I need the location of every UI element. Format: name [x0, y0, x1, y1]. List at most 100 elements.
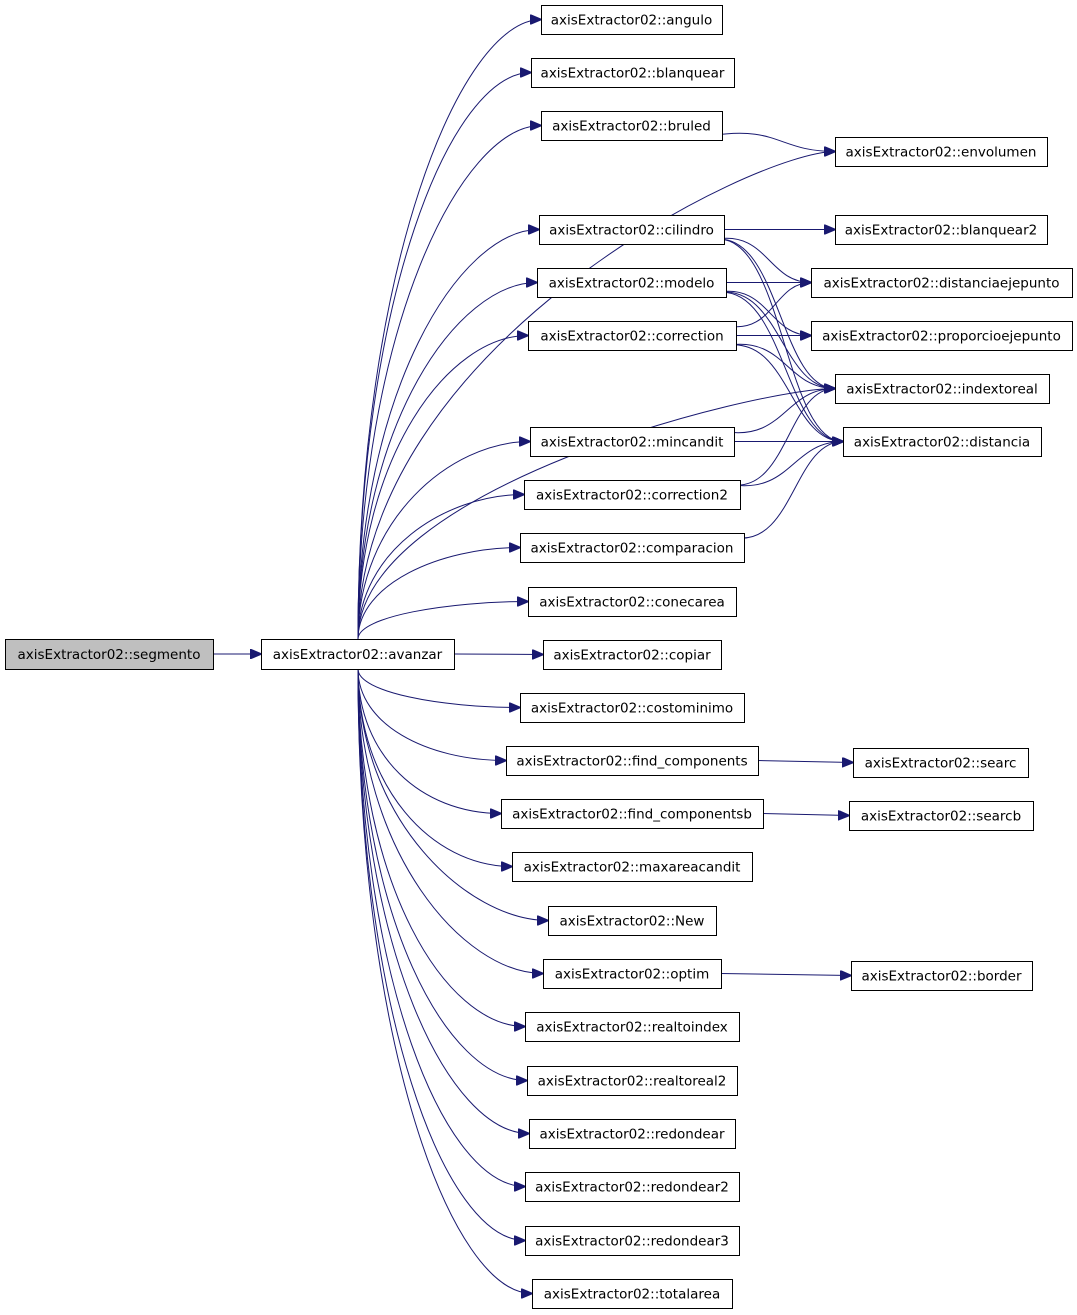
node-box — [525, 1012, 740, 1042]
edge-avanzar-to-redondear — [357, 668, 529, 1134]
node-label: axisExtractor02::segmento — [18, 647, 201, 663]
edge-avanzar-to-realtoreal2 — [357, 668, 527, 1081]
edge — [757, 761, 853, 763]
edge-avanzar-to-New — [357, 668, 548, 921]
node-redondear[interactable]: axisExtractor02::redondear — [529, 1119, 736, 1149]
edge — [357, 602, 528, 640]
node-blanquear[interactable]: axisExtractor02::blanquear — [531, 58, 735, 88]
node-comparacion[interactable]: axisExtractor02::comparacion — [520, 533, 745, 563]
node-label: axisExtractor02::indextoreal — [846, 382, 1038, 398]
node-totalarea[interactable]: axisExtractor02::totalarea — [532, 1279, 733, 1309]
edge-avanzar-to-mincandit — [357, 442, 530, 640]
edge-correction-to-distancia — [725, 344, 843, 442]
node-indextoreal[interactable]: axisExtractor02::indextoreal — [835, 374, 1050, 404]
node-box — [851, 961, 1033, 991]
node-box — [532, 1279, 733, 1309]
edge-layer — [213, 20, 853, 1294]
node-box — [261, 639, 455, 670]
edge — [357, 126, 541, 640]
node-box — [539, 215, 725, 245]
edge-avanzar-to-correction — [357, 336, 528, 640]
node-copiar[interactable]: axisExtractor02::copiar — [543, 640, 722, 670]
node-maxareacandit[interactable]: axisExtractor02::maxareacandit — [512, 852, 753, 882]
node-box — [525, 1226, 740, 1256]
node-label: axisExtractor02::distanciaejepunto — [824, 276, 1060, 292]
node-avanzar[interactable]: axisExtractor02::avanzar — [261, 639, 455, 670]
node-searcb[interactable]: axisExtractor02::searcb — [849, 801, 1034, 831]
node-modelo[interactable]: axisExtractor02::modelo — [537, 268, 727, 298]
edge — [715, 291, 835, 389]
node-label: axisExtractor02::New — [560, 914, 705, 930]
edge-avanzar-to-redondear3 — [357, 668, 525, 1241]
node-label: axisExtractor02::envolumen — [846, 145, 1037, 161]
node-label: axisExtractor02::avanzar — [273, 647, 443, 663]
node-box — [811, 321, 1073, 351]
node-conecarea[interactable]: axisExtractor02::conecarea — [528, 587, 737, 617]
edge-avanzar-to-maxareacandit — [357, 668, 512, 867]
edge-cilindro-to-indextoreal — [713, 238, 835, 388]
node-distancia[interactable]: axisExtractor02::distancia — [843, 427, 1042, 457]
node-box — [530, 427, 735, 457]
node-proporcioejepunto[interactable]: axisExtractor02::proporcioejepunto — [811, 321, 1073, 351]
edge-avanzar-to-totalarea — [357, 668, 532, 1294]
edge — [729, 389, 835, 486]
node-label: axisExtractor02::find_components — [516, 754, 747, 770]
edge-avanzar-to-optim — [357, 668, 543, 974]
edge-comparacion-to-distancia — [733, 442, 843, 539]
node-costominimo[interactable]: axisExtractor02::costominimo — [520, 693, 745, 723]
node-mincandit[interactable]: axisExtractor02::mincandit — [530, 427, 735, 457]
edge-avanzar-to-costominimo — [357, 668, 520, 708]
node-searc[interactable]: axisExtractor02::searc — [853, 748, 1029, 778]
node-blanquear2[interactable]: axisExtractor02::blanquear2 — [835, 215, 1048, 245]
edge — [733, 442, 843, 539]
edge — [720, 974, 851, 976]
node-redondear2[interactable]: axisExtractor02::redondear2 — [525, 1172, 740, 1202]
edge — [357, 20, 541, 640]
node-cilindro[interactable]: axisExtractor02::cilindro — [539, 215, 725, 245]
node-label: axisExtractor02::copiar — [553, 648, 711, 664]
edge — [711, 132, 835, 151]
edge — [725, 283, 811, 328]
edge — [715, 291, 843, 441]
edge-avanzar-to-angulo — [357, 20, 541, 640]
node-segmento[interactable]: axisExtractor02::segmento — [5, 639, 214, 670]
edge — [357, 495, 524, 640]
edge — [357, 442, 530, 640]
edge — [357, 389, 835, 640]
node-optim[interactable]: axisExtractor02::optim — [543, 959, 722, 989]
edge-avanzar-to-comparacion — [357, 548, 520, 640]
node-box — [543, 959, 722, 989]
node-correction2[interactable]: axisExtractor02::correction2 — [524, 480, 741, 510]
node-box — [512, 852, 753, 882]
node-find_componentsb[interactable]: axisExtractor02::find_componentsb — [501, 799, 764, 829]
node-label: axisExtractor02::totalarea — [544, 1287, 720, 1303]
edge — [357, 668, 532, 1294]
edge-optim-to-border — [720, 974, 851, 976]
edge-avanzar-to-correction2 — [357, 495, 524, 640]
node-envolumen[interactable]: axisExtractor02::envolumen — [835, 137, 1048, 167]
node-box — [849, 801, 1034, 831]
node-bruled[interactable]: axisExtractor02::bruled — [541, 111, 723, 141]
node-box — [543, 640, 722, 670]
edge-avanzar-to-copiar — [453, 654, 543, 655]
edge-avanzar-to-blanquear — [357, 73, 531, 640]
node-box — [835, 215, 1048, 245]
node-find_components[interactable]: axisExtractor02::find_components — [506, 746, 759, 776]
node-New[interactable]: axisExtractor02::New — [548, 906, 717, 936]
node-angulo[interactable]: axisExtractor02::angulo — [541, 5, 723, 35]
edge — [762, 814, 849, 816]
node-realtoreal2[interactable]: axisExtractor02::realtoreal2 — [527, 1066, 738, 1096]
edge — [357, 668, 525, 1187]
node-correction[interactable]: axisExtractor02::correction — [528, 321, 737, 351]
node-realtoindex[interactable]: axisExtractor02::realtoindex — [525, 1012, 740, 1042]
node-label: axisExtractor02::mincandit — [541, 435, 724, 451]
node-distanciaejepunto[interactable]: axisExtractor02::distanciaejepunto — [811, 268, 1073, 298]
edge-cilindro-to-distanciaejepunto — [713, 237, 811, 282]
node-label: axisExtractor02::angulo — [551, 13, 712, 29]
node-label: axisExtractor02::correction — [540, 329, 723, 345]
edge-modelo-to-proporcioejepunto — [715, 290, 811, 335]
node-border[interactable]: axisExtractor02::border — [851, 961, 1033, 991]
node-redondear3[interactable]: axisExtractor02::redondear3 — [525, 1226, 740, 1256]
node-box — [520, 533, 745, 563]
